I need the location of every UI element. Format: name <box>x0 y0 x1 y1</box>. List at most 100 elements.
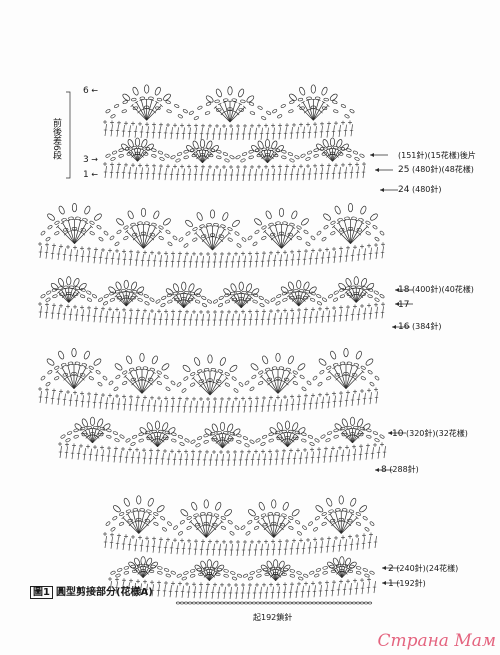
puff-stitch <box>182 364 191 373</box>
chain-stitch <box>341 432 348 437</box>
stitch-top <box>225 376 229 380</box>
stitch-top <box>297 103 301 107</box>
foundation-chain <box>287 601 293 605</box>
chain-stitch <box>300 153 306 158</box>
stitch-bar <box>65 376 69 379</box>
puff-stitch <box>257 140 264 150</box>
chain-stitch <box>367 294 373 299</box>
stitch-top <box>59 288 64 292</box>
chain-stitch <box>341 508 348 512</box>
puff-stitch <box>251 145 259 153</box>
double-crochet <box>138 517 155 534</box>
figure-title: 圓型剪接部分(花樣A) <box>55 587 153 598</box>
stitch-top <box>256 152 261 156</box>
chain-stitch <box>335 508 341 512</box>
chain-stitch <box>68 216 74 220</box>
chain-stitch <box>86 290 92 295</box>
stitch-top <box>327 369 331 374</box>
stitch-bar <box>147 380 151 384</box>
chain-stitch <box>213 223 219 227</box>
puff-stitch <box>71 348 77 358</box>
chain-stitch <box>310 297 316 302</box>
chain-stitch <box>357 432 364 437</box>
puff-stitch <box>136 286 145 294</box>
row-number-1: 1 ← <box>83 170 98 180</box>
chain-stitch <box>88 376 94 381</box>
chain-stitch <box>132 232 138 237</box>
chain-stitch <box>114 104 120 108</box>
stitch-top <box>60 221 65 224</box>
double-crochet <box>343 220 351 244</box>
stitch-bar <box>141 154 144 158</box>
double-crochet <box>336 567 343 578</box>
chain-stitch <box>227 520 233 525</box>
puff-stitch <box>136 495 142 505</box>
stitch-top <box>97 429 102 432</box>
stitch-top <box>197 149 202 152</box>
chain-stitch <box>319 370 325 375</box>
starting-chain-note: 起192鎖針 <box>253 613 293 622</box>
double-crochet <box>291 293 300 307</box>
foundation-chain <box>223 601 229 605</box>
foundation-chain <box>195 601 201 605</box>
chain-stitch <box>309 442 315 446</box>
chain-stitch <box>181 576 187 581</box>
stitch-top <box>328 512 332 516</box>
puff-stitch <box>232 219 240 228</box>
chain-stitch <box>372 225 378 230</box>
stitch-bar <box>220 112 224 116</box>
puff-stitch <box>223 288 232 296</box>
stitch-top <box>361 288 366 292</box>
puff-stitch <box>206 140 213 150</box>
puff-stitch <box>275 352 281 362</box>
foundation-chain <box>219 601 225 605</box>
chain-stitch <box>119 434 125 439</box>
chain-stitch <box>164 153 170 158</box>
chain-stitch <box>252 299 258 304</box>
double-crochet <box>92 430 100 444</box>
puff-stitch <box>140 556 146 566</box>
double-crochet <box>348 428 353 443</box>
chain-stitch <box>261 116 267 121</box>
stitch-bar <box>271 156 274 160</box>
puff-stitch <box>203 499 209 509</box>
double-crochet <box>203 371 211 396</box>
foundation-chain <box>175 601 181 605</box>
chain-stitch <box>47 370 53 375</box>
chain-stitch <box>374 375 380 381</box>
chain-stitch <box>146 436 153 441</box>
chain-stitch <box>305 241 311 247</box>
puff-stitch <box>297 363 306 371</box>
stitch-top <box>101 431 105 435</box>
puff-stitch <box>102 423 111 431</box>
puff-stitch <box>144 84 150 94</box>
chain-stitch <box>289 100 295 104</box>
chain-stitch <box>337 218 343 222</box>
stitch-top <box>268 149 273 152</box>
chain-stitch <box>40 230 46 236</box>
chain-stitch <box>340 426 346 431</box>
chain-stitch <box>352 150 359 155</box>
stitch-top <box>217 102 222 106</box>
chain-stitch <box>112 516 118 521</box>
stitch-bar <box>82 232 86 236</box>
double-crochet <box>67 365 75 389</box>
chain-stitch <box>156 370 162 375</box>
chain-stitch <box>144 146 151 151</box>
chain-stitch <box>268 432 274 436</box>
chain-stitch <box>360 365 366 370</box>
double-crochet <box>74 220 82 244</box>
chain-stitch <box>164 430 170 435</box>
double-crochet <box>202 151 210 163</box>
stitch-top <box>78 364 83 367</box>
stitch-bar <box>360 295 364 299</box>
chain-stitch <box>355 566 362 570</box>
chain-stitch <box>257 105 263 110</box>
puff-stitch <box>116 218 124 226</box>
chain-stitch <box>359 153 365 158</box>
chain-stitch <box>344 114 350 119</box>
stitch-bar <box>140 520 144 523</box>
chain-stitch <box>320 434 326 439</box>
chain-stitch <box>203 440 209 444</box>
chain-stitch <box>235 155 241 160</box>
